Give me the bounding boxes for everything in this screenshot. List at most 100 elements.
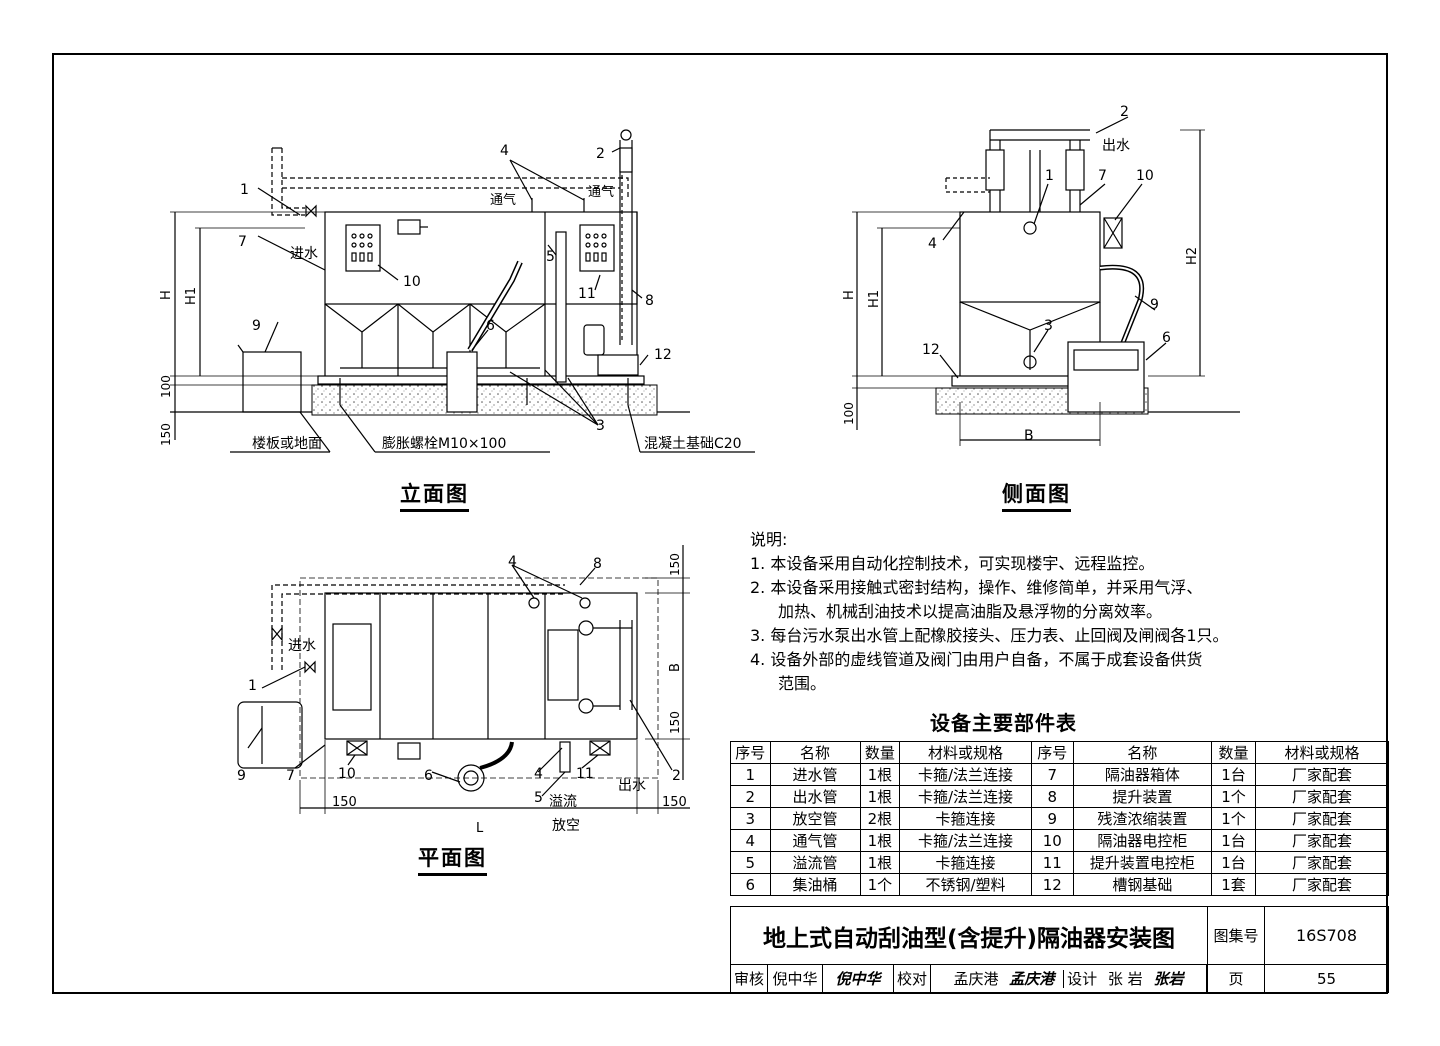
side-tank [959,211,1101,303]
plan-label-overflow: 溢流 [549,794,577,810]
table-cell: 卡箍/法兰连接 [899,785,1032,808]
table-cell: 1根 [859,763,901,786]
plan-label-9: 9 [237,768,246,784]
elev-label-8: 8 [645,293,654,309]
side-label-9: 9 [1150,297,1159,313]
table-cell: 9 [1030,807,1074,830]
channel-base [317,375,645,385]
oil-drum [446,351,478,413]
plan-label-4: 4 [508,554,517,570]
side-dim-100: 100 [842,402,856,425]
table-cell: 1个 [1211,807,1257,830]
elev-label-9: 9 [252,318,261,334]
plan-label-2: 2 [672,768,681,784]
plan-label-4b: 4 [534,766,543,782]
col-header: 名称 [1072,741,1213,764]
plan-dim-150-left: 150 [332,795,357,810]
elev-dim-150: 150 [159,423,173,446]
table-cell: 1根 [859,829,901,852]
table-cell: 3 [730,807,771,830]
plan-label-7: 7 [286,768,295,784]
elev-label-inlet: 进水 [290,246,318,262]
table-cell: 8 [1030,785,1074,808]
parts-table-title: 设备主要部件表 [930,711,1077,735]
control-panel-11 [579,224,615,272]
table-cell: 隔油器电控柜 [1072,829,1213,852]
table-cell: 残渣浓缩装置 [1072,807,1213,830]
elev-label-2: 2 [596,146,605,162]
plan-tank [324,592,638,740]
side-dim-H2: H2 [1185,247,1200,265]
table-cell: 卡箍/法兰连接 [899,763,1032,786]
plan-residue [237,701,303,769]
table-cell: 厂家配套 [1255,851,1389,874]
side-label-10: 10 [1136,168,1154,184]
title-elevation: 立面图 [400,478,469,512]
side-label-12: 12 [922,342,940,358]
side-label-3: 3 [1044,318,1053,334]
table-cell: 出水管 [769,785,861,808]
side-label-7: 7 [1098,168,1107,184]
plan-label-6: 6 [424,768,433,784]
title-block: 地上式自动刮油型(含提升)隔油器安装图 图集号 16S708 审核 倪中华 倪中… [730,906,1389,994]
table-cell: 放空管 [769,807,861,830]
elev-dim-H: H [159,290,174,300]
table-cell: 槽钢基础 [1072,873,1213,896]
col-header: 材料或规格 [899,741,1032,764]
atlas-label: 图集号 [1207,906,1265,965]
table-cell: 1根 [859,851,901,874]
side-label-2: 2 [1120,104,1129,120]
plan-dim-L: L [476,821,484,836]
plan-dim-150-top: 150 [668,553,682,576]
plan-label-1: 1 [248,678,257,694]
check-signature: 孟庆港 [1009,970,1055,988]
page-number: 55 [1264,964,1389,993]
table-cell: 集油桶 [769,873,861,896]
design-signature: 张岩 [1153,970,1184,988]
side-label-1: 1 [1045,168,1054,184]
notes-heading: 说明: [750,530,788,549]
table-cell: 4 [730,829,771,852]
table-cell: 提升装置电控柜 [1072,851,1213,874]
elev-dim-100: 100 [159,375,173,398]
table-cell: 10 [1030,829,1074,852]
elev-label-1: 1 [240,182,249,198]
side-dim-H1: H1 [867,290,882,308]
plan-label-10: 10 [338,766,356,782]
elev-label-12: 12 [654,347,672,363]
plan-label-8: 8 [593,556,602,572]
concrete-base [311,384,658,416]
plan-view [237,545,690,814]
elev-label-11: 11 [578,286,596,302]
table-cell: 1台 [1211,851,1257,874]
col-header: 数量 [1211,741,1257,764]
plan-label-inlet: 进水 [288,638,316,654]
elev-label-6: 6 [486,318,495,334]
note-4: 4. 设备外部的虚线管道及阀门由用户自备，不属于成套设备供货 [750,650,1203,669]
title-side: 侧面图 [1002,478,1071,512]
plan-dim-150-right: 150 [662,795,687,810]
table-cell: 卡箍/法兰连接 [899,829,1032,852]
title-plan: 平面图 [418,842,487,876]
note-2: 2. 本设备采用接触式密封结构，操作、维修简单，并采用气浮、 [750,578,1203,597]
table-cell: 通气管 [769,829,861,852]
col-header: 序号 [1030,741,1074,764]
elev-label-10: 10 [403,274,421,290]
table-cell: 7 [1030,763,1074,786]
table-cell: 1台 [1211,763,1257,786]
check-name: 孟庆港 [953,970,999,988]
note-3: 3. 每台污水泵出水管上配橡胶接头、压力表、止回阀及闸阀各1只。 [750,626,1229,645]
table-cell: 厂家配套 [1255,829,1389,852]
table-cell: 1台 [1211,829,1257,852]
page-label: 页 [1207,964,1265,993]
check-cell: 孟庆港 孟庆港 设计 张 岩 张岩 [930,964,1207,993]
table-cell: 提升装置 [1072,785,1213,808]
check-label: 校对 [893,964,931,993]
parts-header-row: 序号 名称 数量 材料或规格 序号 名称 数量 材料或规格 [730,741,1389,764]
